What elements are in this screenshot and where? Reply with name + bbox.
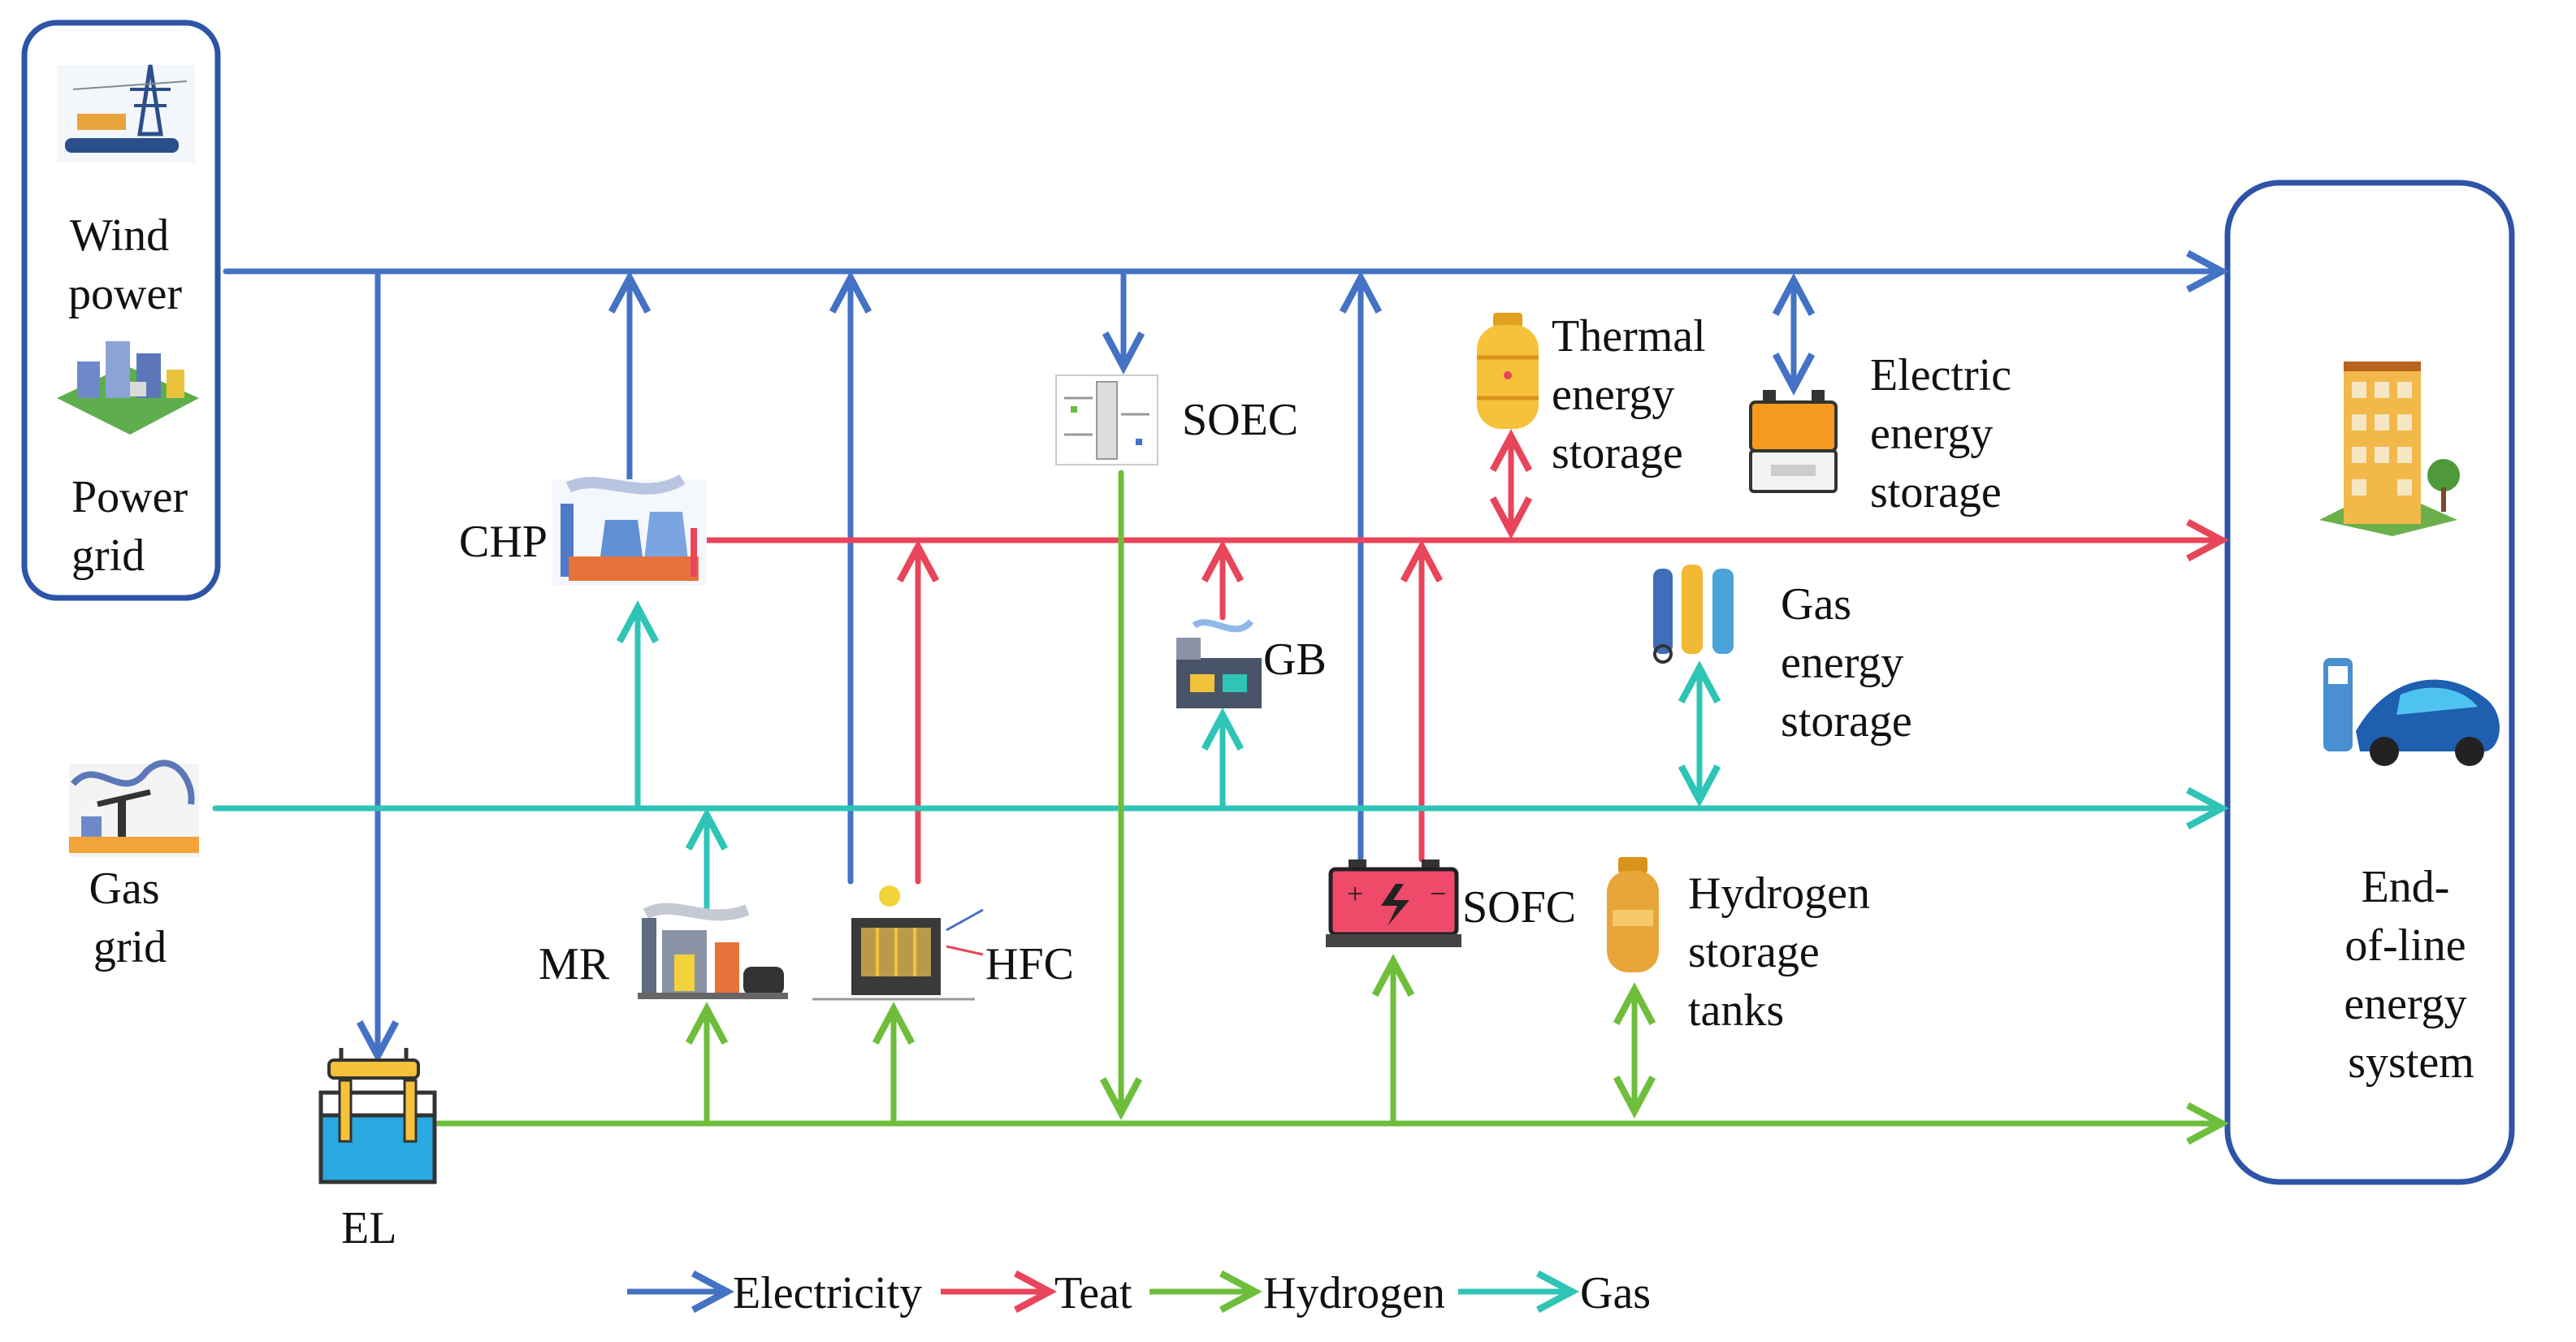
legend: Electricity Teat Hydrogen Gas <box>627 1268 1651 1318</box>
gas-boiler-icon <box>1176 619 1262 708</box>
end-of-line-frame <box>2224 180 2515 1185</box>
soec-icon <box>1055 374 1158 465</box>
legend-hydrogen-label: Hydrogen <box>1263 1268 1445 1318</box>
apartment-building-icon <box>2319 361 2460 536</box>
hydrogen-storage-label: Hydrogen storage tanks <box>1688 868 1881 1036</box>
legend-electricity-label: Electricity <box>733 1268 922 1318</box>
sofc-battery-plus: + <box>1347 877 1363 910</box>
power-grid-label: Power grid <box>71 472 199 581</box>
gas-flows <box>212 600 2229 911</box>
heat-flows <box>704 429 2229 885</box>
wind-power-icon <box>57 64 195 162</box>
electric-storage-label: Electric energy storage <box>1870 350 2023 517</box>
end-of-line-label: End- of-line energy system <box>2344 862 2478 1088</box>
legend-gas-label: Gas <box>1580 1268 1651 1318</box>
electric-storage-icon <box>1749 390 1838 493</box>
power-grid-icon <box>57 341 199 435</box>
legend-heat-label: Teat <box>1054 1268 1132 1318</box>
electricity-flows <box>223 249 2229 1063</box>
gas-cylinders-icon <box>1653 565 1734 664</box>
gas-grid-label: Gas grid <box>89 864 171 972</box>
sofc-battery-icon: + − <box>1326 859 1461 947</box>
sofc-battery-minus: − <box>1430 877 1446 910</box>
source-frame <box>21 19 221 601</box>
sofc-label: SOFC <box>1462 882 1576 933</box>
hydrogen-fuel-cell-icon <box>812 885 984 1001</box>
chp-plant-icon <box>552 474 707 585</box>
wind-power-label: Wind power <box>68 210 182 319</box>
hydrogen-tank-icon <box>1607 857 1659 972</box>
el-label: EL <box>341 1203 396 1253</box>
thermal-storage-label: Thermal energy storage <box>1552 311 1717 478</box>
thermal-storage-tank-icon <box>1477 313 1539 429</box>
chp-label: CHP <box>459 517 548 567</box>
methane-reactor-icon <box>638 903 788 999</box>
electrolyzer-icon <box>318 1048 437 1184</box>
ev-charging-icon <box>2323 658 2500 766</box>
hydrogen-flows <box>435 470 2229 1145</box>
gas-storage-label: Gas energy storage <box>1781 579 1915 747</box>
mr-label: MR <box>539 939 610 989</box>
soec-label: SOEC <box>1182 395 1298 445</box>
hfc-label: HFC <box>985 939 1074 989</box>
gb-label: GB <box>1263 634 1327 685</box>
gas-grid-icon <box>69 760 199 857</box>
